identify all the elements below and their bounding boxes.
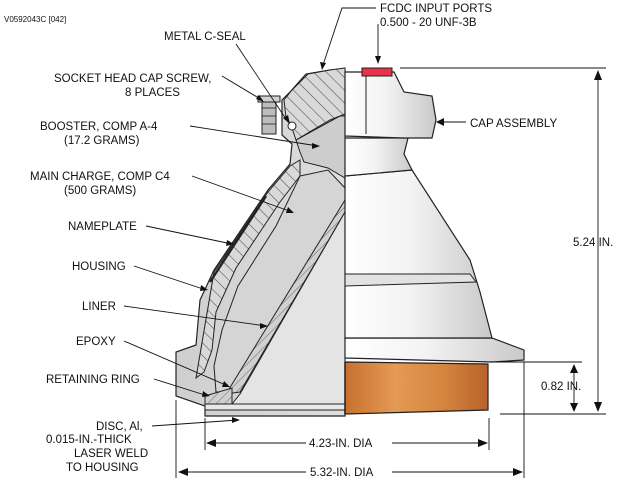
liner-band [344,361,489,415]
nameplate [208,195,268,283]
housing-label: HOUSING [72,261,126,273]
doc-id: V0592043C [042] [4,15,66,24]
retaining-ring-label: RETAINING RING [46,374,140,386]
disc-label-1: DISC, Al, [96,421,143,433]
housing-wall [195,159,301,380]
metal-seal-label: METAL C-SEAL [164,31,246,43]
section-view [175,67,346,417]
exterior-view [344,67,525,415]
disc-label-2: 0.015-IN.-THICK [46,434,132,446]
epoxy-label: EPOXY [76,336,116,348]
main-charge-label-1: MAIN CHARGE, COMP C4 [30,171,170,183]
fcdc-port [361,67,393,77]
booster-label-1: BOOSTER, COMP A-4 [40,121,158,133]
screw-label-2: 8 PLACES [125,87,180,99]
disc-label-4: TO HOUSING [66,462,139,474]
outer-dia-dim-label: 5.32-IN. DIA [310,467,374,479]
base-height-dim-label: 0.82 IN. [541,381,581,393]
screw-label-1: SOCKET HEAD CAP SCREW, [54,73,211,85]
height-dim-label: 5.24 IN. [573,237,613,249]
exterior-neck [344,137,413,177]
nameplate-label: NAMEPLATE [68,221,137,233]
labels: V0592043C [042] FCDC INPUT PORTS 0.500 -… [4,3,557,474]
disc-label-3: LASER WELD [74,448,148,460]
exterior-cone [344,169,493,339]
fcdc-title-label: FCDC INPUT PORTS [380,3,492,15]
dimensions: 5.24 IN. 0.82 IN. 4.23-IN. DIA 5.32-IN. … [175,67,613,479]
cap-screw [261,99,277,135]
liner-label: LINER [82,301,116,313]
booster-label-2: (17.2 GRAMS) [64,135,140,147]
exterior-flange [344,337,525,363]
disc [204,403,346,411]
main-charge-label-2: (500 GRAMS) [64,185,136,197]
fcdc-spec-label: 0.500 - 20 UNF-3B [380,17,477,29]
cap-assembly [344,71,437,139]
inner-dia-dim-label: 4.23-IN. DIA [309,438,373,450]
cap-assembly-label: CAP ASSEMBLY [470,118,557,130]
